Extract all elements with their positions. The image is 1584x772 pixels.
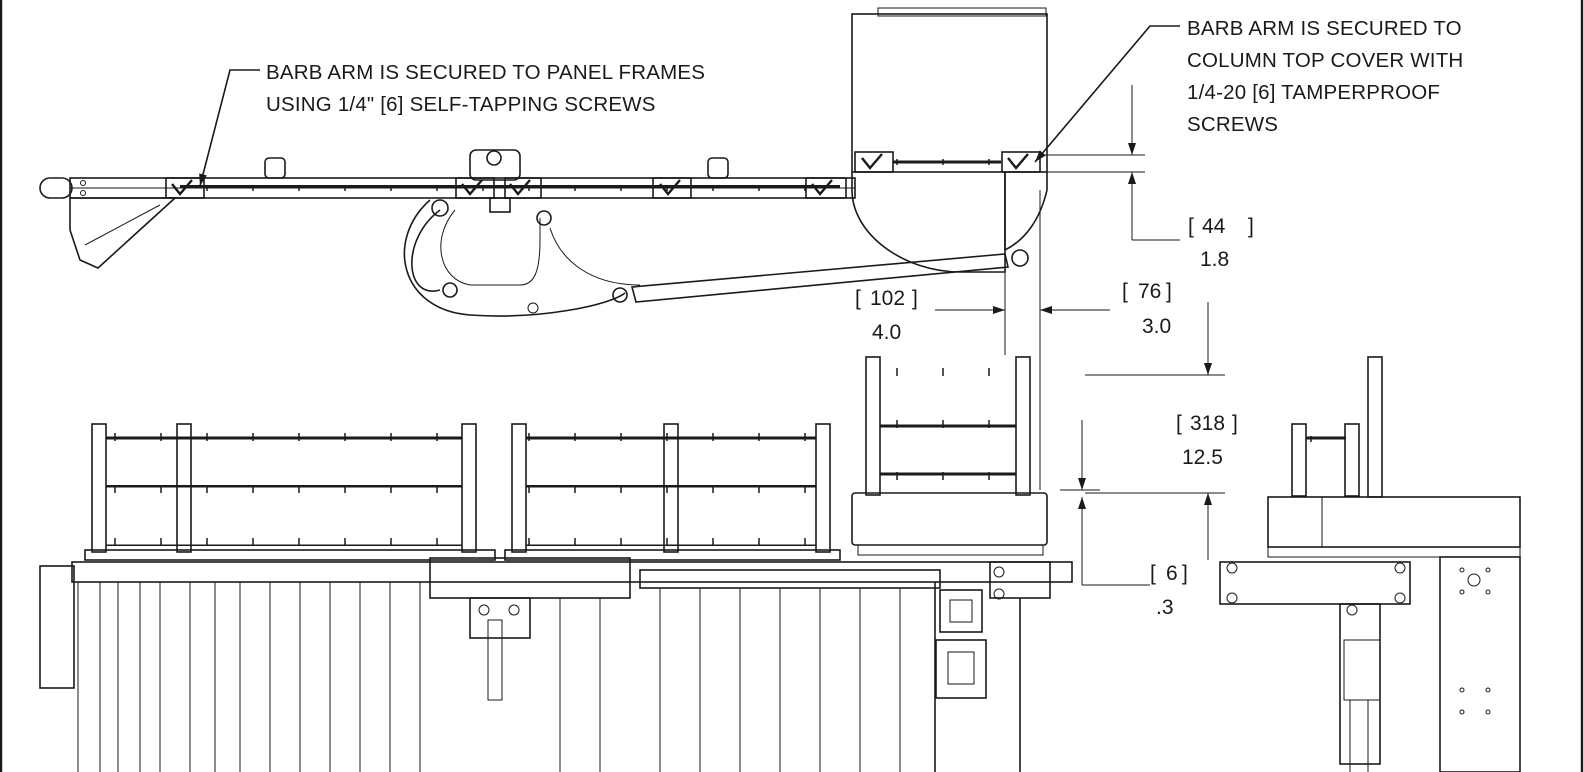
svg-text:]: ] [1248, 215, 1254, 238]
dim-318-mm: 318 [1190, 412, 1225, 435]
fence-posts [91, 356, 1031, 553]
hinge-plate-lower [935, 639, 987, 699]
svg-text:]: ] [1232, 412, 1238, 435]
note-panel-frames-line1: BARB ARM IS SECURED TO PANEL FRAMES [266, 61, 705, 84]
fence-elevation-view [39, 356, 1073, 772]
note-column-top-line1: BARB ARM IS SECURED TO [1187, 17, 1462, 40]
dim-6-mm: 6 [1166, 562, 1178, 585]
actuator-arm [630, 253, 1009, 303]
dim-44-in: 1.8 [1200, 248, 1229, 271]
side-latch [1219, 561, 1411, 605]
column-top-cover-top-view [851, 7, 1048, 273]
clip-brackets [165, 177, 847, 199]
note-column-top-line3: 1/4-20 [6] TAMPERPROOF [1187, 81, 1440, 104]
hinge-mechanism [403, 149, 641, 317]
note-panel-frames-line2: USING 1/4" [6] SELF-TAPPING SCREWS [266, 93, 656, 116]
column-top-cover-side [851, 492, 1048, 546]
panel-slats [77, 582, 1021, 772]
actuator-tube [639, 569, 941, 589]
svg-text:]: ] [912, 287, 918, 310]
dimension-44: [ 44 ] 1.8 [1040, 85, 1254, 271]
svg-text:[: [ [1150, 562, 1156, 585]
side-panel [1439, 556, 1521, 772]
dim-102-mm: 102 [870, 287, 905, 310]
dim-102-in: 4.0 [872, 321, 901, 344]
dim-6-in: .3 [1156, 596, 1174, 619]
rail-barbed-wire [180, 185, 840, 191]
svg-text:[: [ [1122, 280, 1128, 303]
note-column-top-line4: SCREWS [1187, 113, 1278, 136]
svg-text:[: [ [1188, 215, 1194, 238]
end-plate [39, 565, 75, 689]
leader-column-top [1034, 25, 1180, 163]
top-bolt-left [264, 157, 286, 179]
rail-end-cap [39, 177, 73, 199]
side-column-top [1267, 496, 1521, 548]
leader-panel-frames [199, 69, 260, 187]
dim-318-in: 12.5 [1182, 446, 1223, 469]
barb-arm-top-view [39, 149, 1029, 317]
note-column-top-line2: COLUMN TOP COVER WITH [1187, 49, 1463, 72]
beam-clamp [429, 557, 631, 599]
dimension-102: [ 102 ] 4.0 [855, 272, 1006, 355]
svg-text:[: [ [855, 287, 861, 310]
svg-text:]: ] [1182, 562, 1188, 585]
dim-76-mm: 76 [1138, 280, 1161, 303]
main-beam [71, 561, 1073, 583]
dimension-6: [ 6 ] .3 [1060, 420, 1188, 619]
hinge-plate-upper [939, 589, 983, 633]
dim-76-in: 3.0 [1142, 315, 1171, 338]
angled-bracket [69, 197, 178, 269]
top-bolt-right [707, 157, 729, 179]
svg-text:[: [ [1176, 412, 1182, 435]
dim-44-mm: 44 [1202, 215, 1226, 238]
barbed-wire-rows [106, 368, 1016, 546]
dimension-318: [ 318 ] 12.5 [1085, 302, 1238, 560]
dimension-76: [ 76 ] 3.0 [1039, 190, 1172, 490]
svg-text:]: ] [1166, 280, 1172, 303]
side-view [1219, 356, 1521, 772]
cover-barbed-wire [893, 159, 1001, 165]
